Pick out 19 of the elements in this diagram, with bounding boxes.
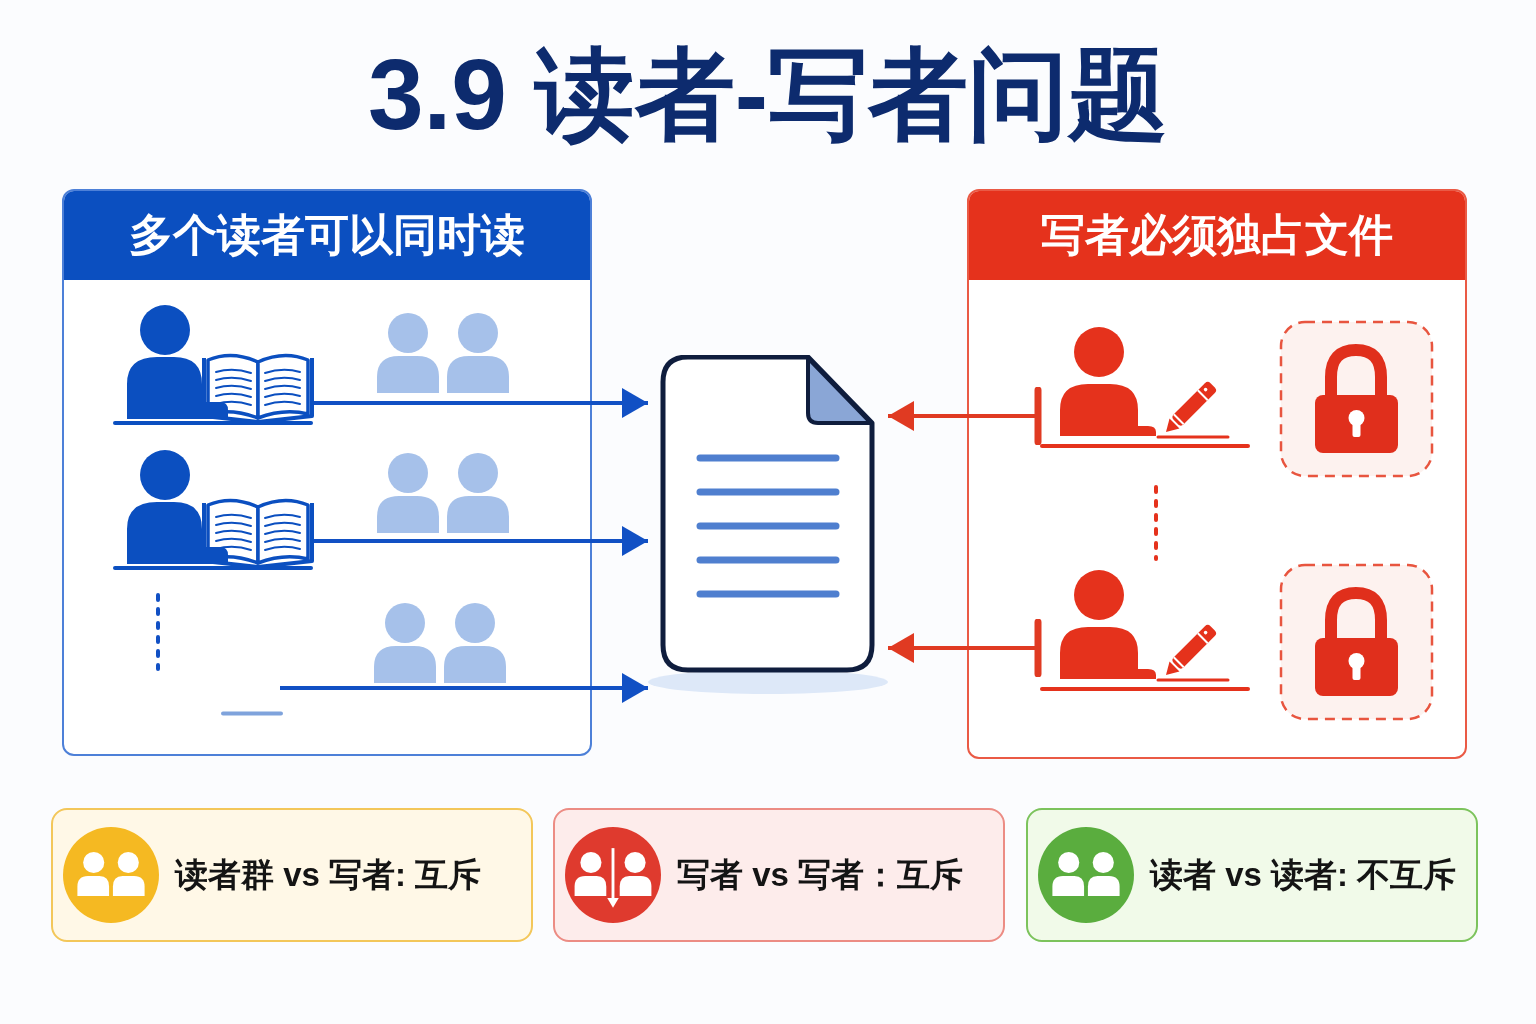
card-text: 读者群 vs 写者: 互斥 [175, 854, 482, 895]
arrow [888, 386, 1042, 446]
info-card [51, 808, 533, 942]
arrow [314, 388, 648, 418]
arrow [314, 526, 648, 556]
arrow [888, 618, 1042, 678]
info-card [553, 808, 1005, 942]
document-icon [648, 355, 888, 695]
panel-header: 多个读者可以同时读 [64, 191, 590, 280]
panel-header: 写者必须独占文件 [969, 191, 1465, 280]
card-text: 写者 vs 写者：互斥 [677, 854, 964, 895]
arrow [280, 673, 648, 703]
person-with-book-icon [112, 447, 314, 572]
panel [62, 189, 592, 756]
panel [967, 189, 1467, 759]
info-card [1026, 808, 1478, 942]
card-text: 读者 vs 读者: 不互斥 [1150, 854, 1457, 895]
person-with-book-icon [112, 302, 314, 427]
title: 3.9 读者-写者问题 [367, 37, 1169, 152]
